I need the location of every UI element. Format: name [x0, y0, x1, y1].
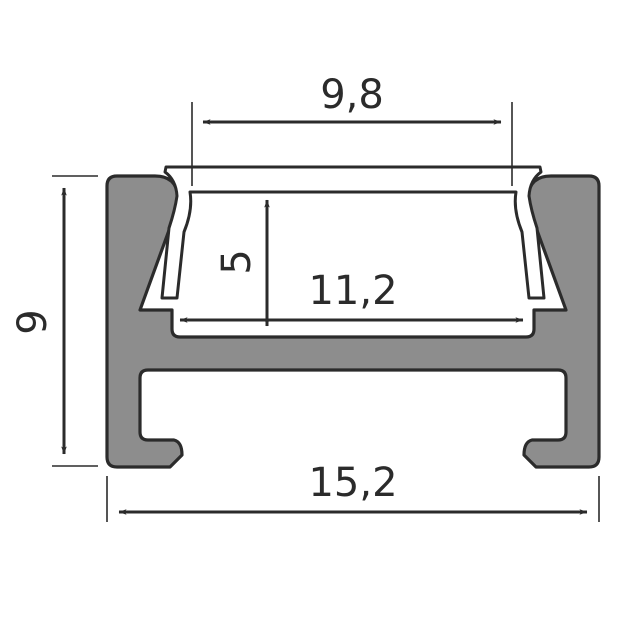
label-top-width: 9,8 [320, 72, 384, 118]
label-total-width: 15,2 [308, 460, 397, 506]
label-inner-width: 11,2 [308, 268, 397, 314]
diffuser [160, 165, 546, 300]
label-inner-height: 5 [214, 249, 260, 274]
label-total-height: 9 [10, 309, 56, 334]
